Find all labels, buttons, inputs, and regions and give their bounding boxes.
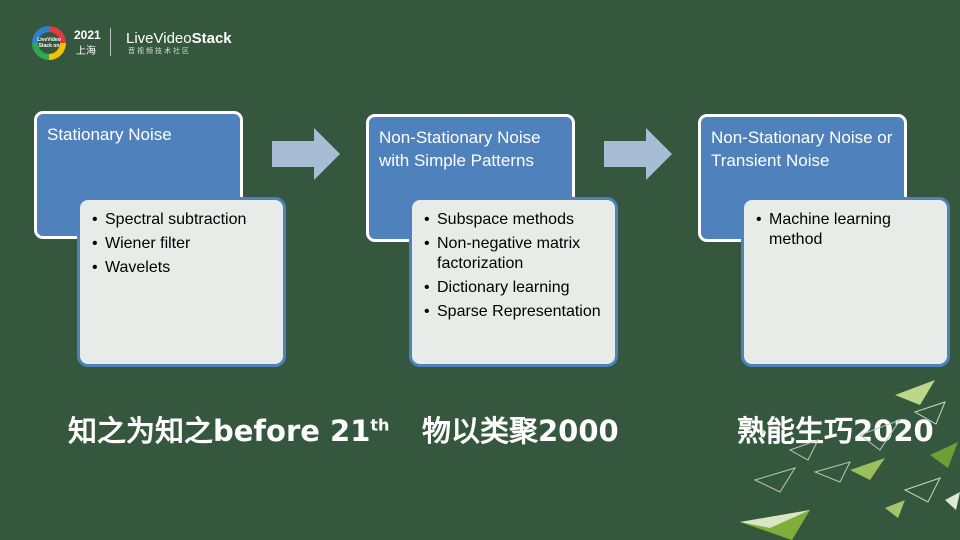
brand-bold: Stack [191,30,232,47]
brand-logo: LiveVideoStack [126,30,232,47]
list-item: Machine learning method [756,210,935,250]
brand-subtitle: 音视频技术社区 [128,48,191,55]
stage-3-caption: 熟能生巧2020 [737,414,934,448]
list-item: Spectral subtraction [92,210,271,230]
stage-3-methods-box: Machine learning method [741,197,950,367]
stage-2-caption: 物以类聚2000 [422,414,619,448]
conference-year: 2021 [74,28,101,42]
stage-2-methods-box: Subspace methods Non-negative matrix fac… [409,197,618,367]
list-item: Dictionary learning [424,278,603,298]
stage-1-caption: 知之为知之before 21th [68,408,389,450]
stage-2-methods-list: Subspace methods Non-negative matrix fac… [424,210,603,322]
list-item: Wavelets [92,258,271,278]
list-item: Wiener filter [92,234,271,254]
stage-3-methods-list: Machine learning method [756,210,935,250]
stage-1-caption-text: 知之为知之before 21 [68,414,371,448]
right-arrow-icon [604,128,672,180]
header-divider [110,28,111,56]
right-arrow-icon [272,128,340,180]
conference-city: 上海 [76,46,96,57]
stage-1-caption-superscript: th [370,415,390,435]
list-item: Sparse Representation [424,302,603,322]
list-item: Non-negative matrix factorization [424,234,603,274]
stage-1-methods-box: Spectral subtraction Wiener filter Wavel… [77,197,286,367]
stage-3-title: Non-Stationary Noise or Transient Noise [711,128,893,170]
stage-1-title: Stationary Noise [47,125,172,144]
stage-2-title: Non-Stationary Noise with Simple Pattern… [379,128,541,170]
conference-logo-text: LiveVideo Stack on [37,32,61,54]
brand-prefix: LiveVideo [126,30,192,47]
list-item: Subspace methods [424,210,603,230]
stage-1-methods-list: Spectral subtraction Wiener filter Wavel… [92,210,271,278]
paper-plane-decoration [740,380,960,540]
